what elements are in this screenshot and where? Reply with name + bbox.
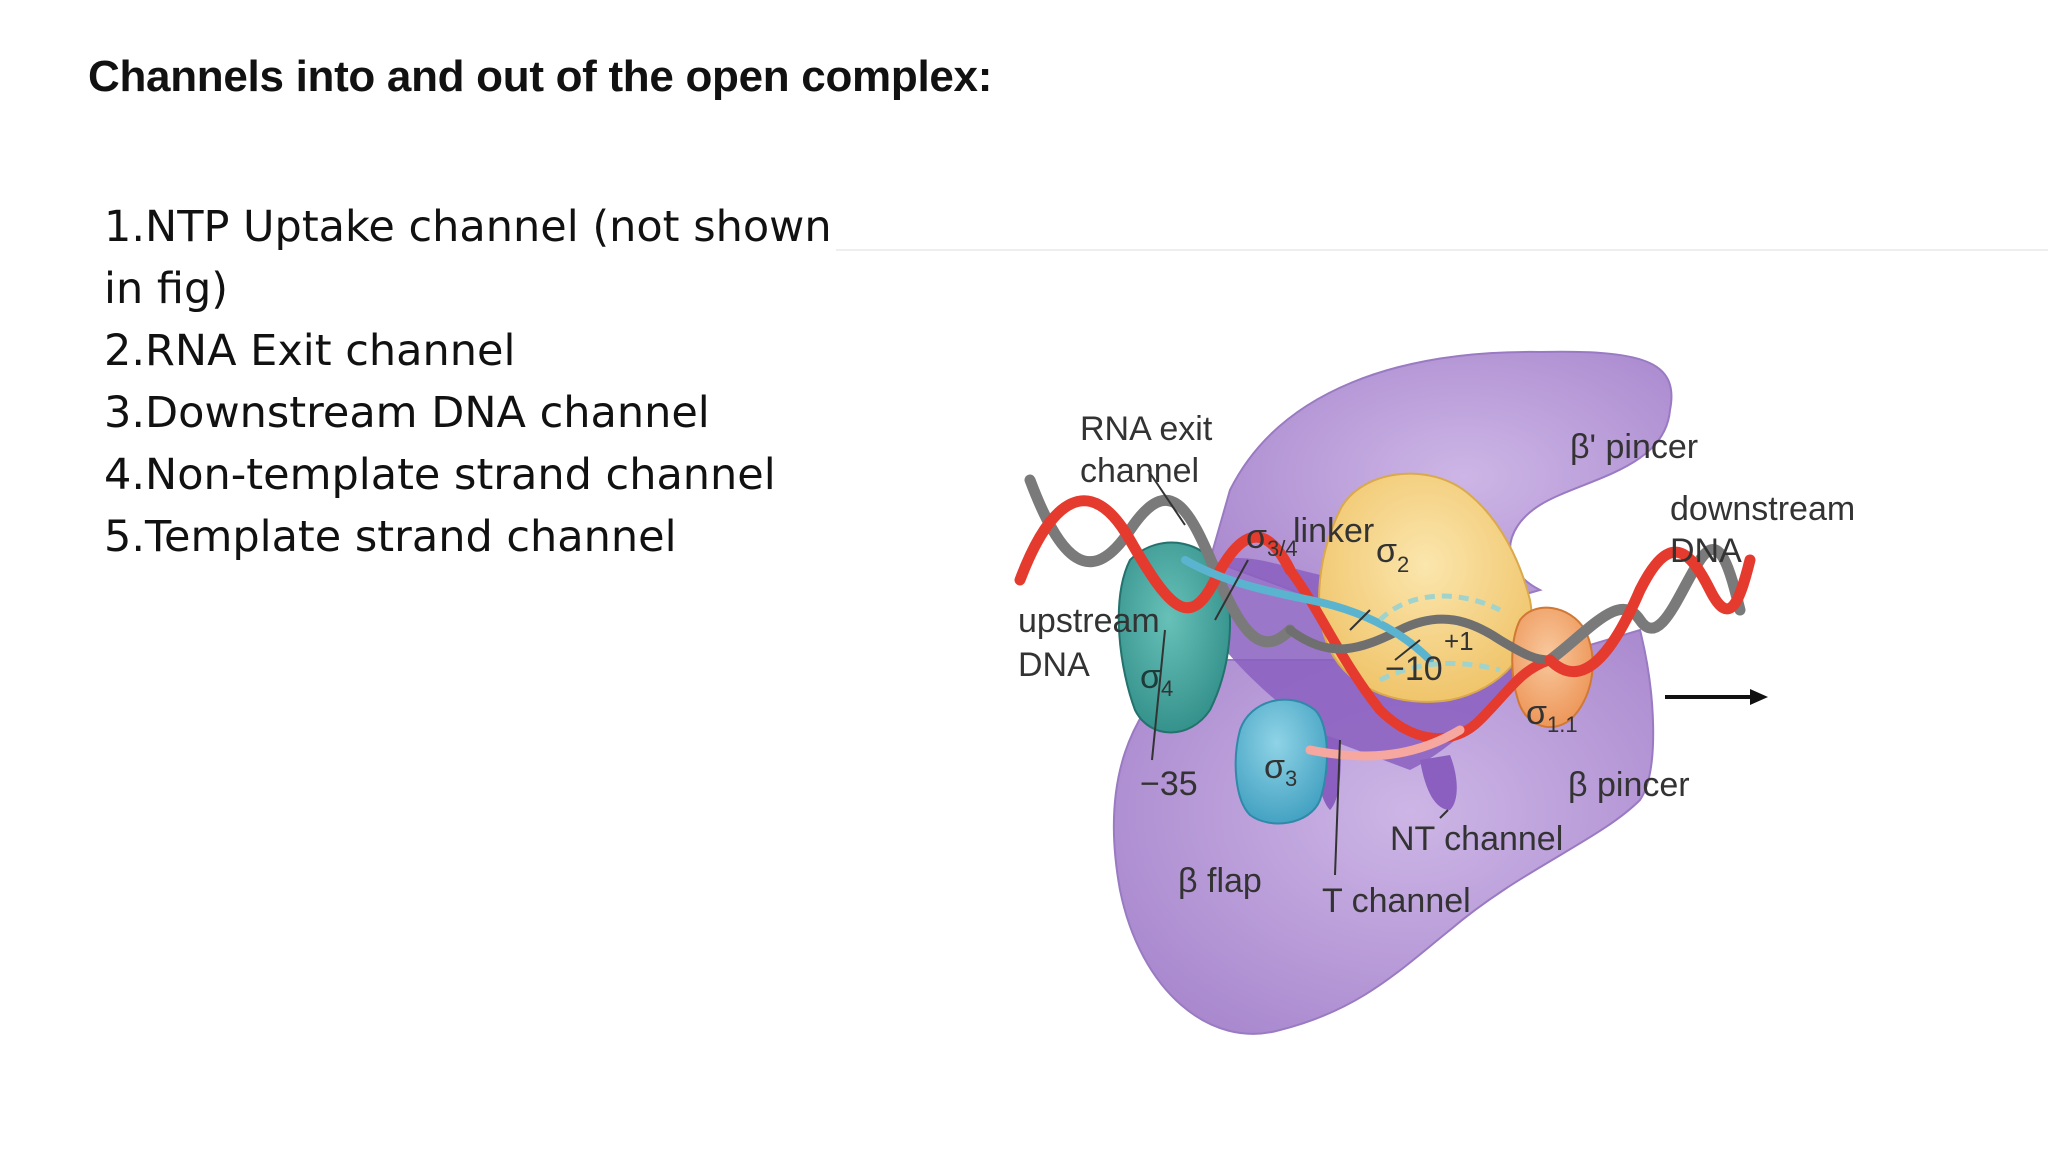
list-item: 3.Downstream DNA channel <box>104 388 710 438</box>
label-beta-pincer: β pincer <box>1568 766 1690 804</box>
label-sigma4: σ4 <box>1140 658 1173 701</box>
label-downstream-dna: DNA <box>1670 532 1742 570</box>
label-sigma2: σ2 <box>1376 532 1409 577</box>
rna-strand <box>1181 556 1434 664</box>
label-sigma11: σ1.1 <box>1526 694 1578 737</box>
sigma3-domain <box>1234 698 1328 825</box>
leader-line <box>1439 809 1449 819</box>
leader-line <box>1349 609 1371 631</box>
slide-title: Channels into and out of the open comple… <box>88 52 993 101</box>
list-item: 5.Template strand channel <box>104 512 677 562</box>
label-upstream: upstream <box>1018 602 1160 640</box>
upstream-dna-template <box>1014 495 1296 614</box>
label-linker: linker <box>1293 512 1374 550</box>
downstream-dna-nontemplate <box>1544 544 1746 666</box>
label-minus10: −10 <box>1385 650 1443 688</box>
list-item: 1.NTP Uptake channel (not shown in fig) <box>104 202 832 314</box>
label-beta-flap: β flap <box>1178 862 1262 900</box>
diagram-svg: RNA exit channel β' pincer downstream DN… <box>1014 350 1855 1035</box>
open-complex-diagram: RNA exit channel β' pincer downstream DN… <box>980 330 1860 1050</box>
template-strand <box>1285 565 1555 744</box>
dashed-strand <box>1378 593 1502 683</box>
downstream-dna-template <box>1544 546 1756 677</box>
label-nt-channel: NT channel <box>1390 820 1563 858</box>
leader-line <box>1147 469 1186 526</box>
nontemplate-strand <box>1285 614 1555 665</box>
label-upstream-dna: DNA <box>1018 646 1090 684</box>
transcription-arrow-head <box>1750 689 1768 705</box>
label-rna-exit: RNA exit <box>1080 410 1213 448</box>
label-sigma34: σ3/4 <box>1246 518 1298 561</box>
label-beta-prime-pincer: β' pincer <box>1570 428 1698 466</box>
list-item: 4.Non-template strand channel <box>104 450 776 500</box>
label-plus1: +1 <box>1444 626 1474 656</box>
label-rna-exit-channel: channel <box>1080 452 1199 490</box>
leader-line <box>1334 739 1341 876</box>
list-item: 2.RNA Exit channel <box>104 326 516 376</box>
label-sigma3: σ3 <box>1264 748 1297 791</box>
rna-strand-pink <box>1305 725 1465 761</box>
channel-list: 1.NTP Uptake channel (not shown in fig) … <box>104 196 844 568</box>
leader-line <box>1394 639 1421 661</box>
divider-line <box>836 249 2048 251</box>
leader-line <box>1151 629 1166 761</box>
label-t-channel: T channel <box>1322 882 1471 920</box>
nt-prong-shape <box>1420 755 1457 810</box>
label-minus35: −35 <box>1140 765 1198 803</box>
leader-line <box>1214 559 1249 621</box>
label-downstream: downstream <box>1670 490 1855 528</box>
